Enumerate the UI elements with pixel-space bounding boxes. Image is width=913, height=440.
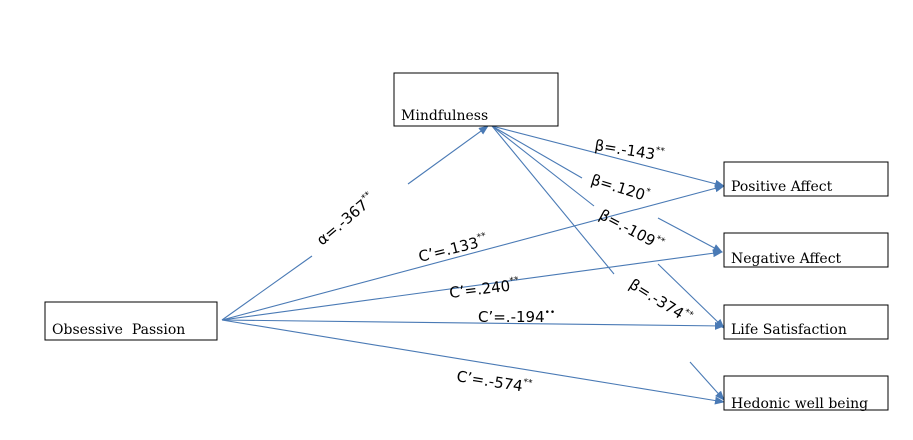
coef-b-positive: β=.-143**: [593, 136, 665, 165]
coef-c-life-sig: ••: [545, 308, 556, 318]
node-positive-affect-border: [723, 161, 889, 197]
node-hedonic-well-being-border: [723, 375, 889, 411]
node-mindfulness-border: [393, 72, 559, 127]
node-negative-affect-label: Negative Affect: [731, 251, 842, 267]
a-path-line-upper: [407, 125, 489, 185]
coef-a-path-value: α=.-367: [313, 196, 372, 249]
coef-a-path: α=.-367**: [313, 190, 379, 249]
coef-c-negative-sig: **: [509, 275, 520, 286]
node-life-satisfaction: Life Satisfaction: [723, 304, 889, 340]
coef-c-positive-sig: **: [476, 231, 488, 243]
path-arrows: [221, 125, 725, 405]
node-obsessive-passion: Obsessive Passion: [44, 301, 218, 341]
coef-c-negative-value: C’=.240: [448, 277, 511, 302]
b-path-to-hedonic-lower: [689, 361, 725, 401]
coefficient-labels: α=.-367** β=.-143** β=.120* β=.-109** β=…: [313, 136, 695, 397]
node-mindfulness: Mindfulness: [393, 72, 559, 127]
c-path-to-positive-affect: [221, 184, 725, 321]
coef-c-hedonic-sig: **: [522, 378, 533, 389]
coef-b-positive-sig: **: [655, 146, 666, 157]
c-path-to-negative-affect: [221, 249, 723, 321]
coef-c-hedonic-value: C’=.-574: [455, 367, 524, 395]
coef-c-positive-value: C’=.133: [417, 234, 481, 266]
coef-c-positive: C’=.133**: [417, 231, 490, 266]
coef-c-negative: C’=.240**: [448, 275, 520, 301]
node-negative-affect-border: [723, 232, 889, 268]
b-path-to-negative-affect-lower: [657, 217, 723, 253]
c-path-to-hedonic: [221, 319, 725, 405]
a-path-line-lower: [221, 255, 313, 321]
node-obsessive-passion-border: [44, 301, 218, 341]
node-hedonic-well-being-label: Hedonic well being: [731, 396, 868, 412]
node-obsessive-passion-label: Obsessive Passion: [52, 322, 185, 338]
node-hedonic-well-being: Hedonic well being: [723, 375, 889, 412]
coef-b-negative: β=.120*: [589, 171, 652, 206]
coef-c-life: C’=.-194••: [478, 308, 555, 326]
node-life-satisfaction-label: Life Satisfaction: [731, 322, 847, 338]
coef-b-life: β=.-109**: [596, 206, 667, 255]
node-life-satisfaction-border: [723, 304, 889, 340]
node-positive-affect-label: Positive Affect: [731, 179, 833, 195]
node-negative-affect: Negative Affect: [723, 232, 889, 268]
c-path-to-life-satisfaction: [221, 319, 725, 330]
coef-b-hedonic-value: β=.-374: [626, 275, 687, 323]
b-path-to-life-satisfaction-lower: [657, 263, 725, 329]
b-path-to-hedonic-upper: [491, 125, 615, 275]
coef-b-positive-value: β=.-143: [593, 136, 656, 163]
coef-c-hedonic: C’=.-574**: [455, 367, 533, 397]
b-path-to-negative-affect-upper: [491, 125, 583, 179]
b-path-to-life-satisfaction-upper: [491, 125, 595, 207]
coef-b-negative-sig: *: [644, 187, 652, 198]
coef-c-life-value: C’=.-194: [478, 308, 545, 326]
coef-b-negative-value: β=.120: [589, 171, 647, 204]
node-mindfulness-label: Mindfulness: [401, 108, 488, 124]
coef-b-hedonic: β=.-374**: [626, 275, 695, 328]
b-path-to-positive-affect: [491, 125, 725, 188]
node-positive-affect: Positive Affect: [723, 161, 889, 197]
